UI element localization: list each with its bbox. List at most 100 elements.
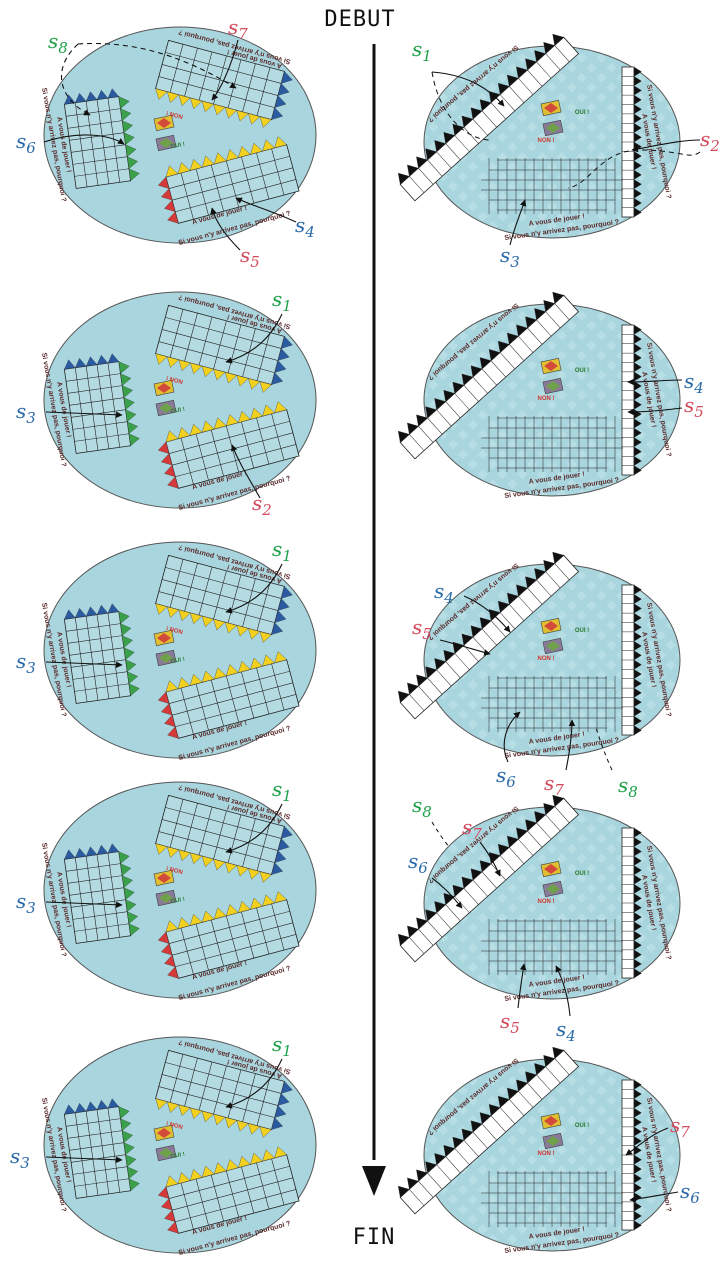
diagonal-strip-divider	[454, 135, 470, 152]
left4-label-s1: s1	[272, 777, 292, 805]
diagonal-strip-divider	[554, 45, 570, 62]
board-no: NON !	[166, 109, 184, 119]
bottom-grid-yellow-edge-tri	[213, 417, 227, 430]
diagonal-strip-black-edge-tri	[479, 617, 492, 630]
diagonal-strip-black-edge-tri	[525, 58, 537, 71]
right3-label-s7-sub: 7	[554, 781, 564, 799]
left-grid-green-edge-tri	[123, 132, 135, 145]
diagonal-strip	[398, 551, 579, 720]
left-grid-blue-edge-tri	[107, 603, 120, 614]
left-grid-hline	[71, 899, 126, 908]
diagonal-strip-divider	[418, 685, 434, 703]
left-grid-vline	[96, 364, 110, 449]
bottom-grid-hline	[168, 1165, 290, 1199]
board-no: NON !	[538, 396, 555, 402]
green-token-mark	[546, 123, 560, 133]
bottom-grid-red-edge-tri	[157, 176, 170, 189]
diagonal-strip-black-edge-tri	[543, 560, 555, 572]
left5-label-s3-sub: 3	[20, 1154, 30, 1172]
bottom-grid-red-edge-tri	[167, 211, 179, 224]
diagonal-strip-divider	[554, 806, 570, 823]
diagonal-strip-divider	[409, 1189, 425, 1206]
left2-label-s3: s3	[16, 399, 36, 427]
top-grid-yellow-edge-tri	[236, 375, 249, 387]
left-grid-blue-edge	[64, 353, 120, 370]
bottom-grid-yellow-edge-tri	[213, 1162, 227, 1175]
left-grid-vline	[85, 1111, 99, 1196]
top-grid	[155, 39, 293, 128]
diagonal-strip-black-edge-tri	[461, 115, 474, 128]
right4-label-s6-sub: 6	[418, 859, 428, 877]
bottom-grid-yellow-edge-tri	[226, 149, 239, 162]
left-grid-vline	[74, 857, 88, 942]
bottom-grid-yellow-edge-tri	[250, 142, 263, 155]
right4-label-s5: s5	[500, 1009, 520, 1037]
diagonal-strip-black-edge-tri	[479, 357, 492, 370]
bottom-grid-yellow-edge-tri	[201, 1165, 215, 1178]
vertical-strip-black-edge-tri	[633, 715, 642, 726]
bottom-grid-yellow-edge-tri	[226, 414, 239, 427]
left-board-1: Si vous n'y arrivez pas, pourquoi ?A vou…	[40, 26, 317, 247]
left-grid-green-edge-tri	[127, 156, 139, 170]
right-board-1: OUI !NON !A vous de jouer !Si vous n'y a…	[398, 33, 681, 242]
vertical-strip-black-edge-tri	[633, 160, 642, 171]
bottom-grid-yellow-edge-tri	[274, 1146, 287, 1159]
diagonal-strip-divider	[554, 1058, 570, 1075]
top-grid-yellow-edge-tri	[166, 1101, 180, 1113]
diagonal-strip-divider	[527, 327, 543, 345]
left-grid-blue-edge-tri	[85, 91, 98, 102]
diagonal-strip-divider	[427, 417, 443, 435]
vertical-strip-black-edge-tri	[633, 418, 642, 429]
answer-tokens	[153, 114, 177, 152]
left-grid-vline	[74, 617, 88, 702]
bottom-grid-red-edge-tri	[167, 476, 179, 489]
bottom-grid-hline	[168, 420, 290, 454]
top-grid-yellow-edge-tri	[166, 846, 180, 858]
diagonal-strip	[398, 1046, 579, 1215]
bottom-grid-yellow-edge-tri	[226, 664, 239, 677]
board-no: NON !	[166, 624, 184, 634]
diagonal-strip-black-edge-tri	[552, 794, 565, 807]
green-token-mark	[546, 884, 560, 894]
vertical-strip-black-edge-tri	[633, 678, 642, 689]
red-token-mark	[544, 621, 558, 631]
diagonal-strip-divider	[418, 167, 434, 185]
vertical-strip-black-edge-tri	[633, 113, 642, 124]
left-grid	[63, 1098, 140, 1199]
vertical-strip-black-edge-tri	[633, 371, 642, 382]
left1-label-s5-sub: 5	[250, 253, 260, 271]
left2-arrow-s2	[231, 444, 261, 499]
diagonal-strip-black-edge-tri	[543, 42, 555, 54]
left-grid-green-edge-tri	[118, 96, 130, 109]
answer-tokens	[153, 869, 177, 907]
diagonal-strip-divider	[518, 1090, 534, 1108]
top-grid-hline	[158, 76, 275, 108]
vertical-strip-black-edge-tri	[633, 968, 642, 979]
left4-label-s3: s3	[16, 889, 36, 917]
left-grid-vline	[107, 613, 121, 698]
bottom-grid-yellow-edge-tri	[274, 401, 287, 414]
diagonal-strip-black-edge-tri	[525, 316, 537, 329]
top-grid-yellow-edge-tri	[248, 113, 261, 125]
top-grid-yellow-edge-tri	[248, 378, 261, 390]
bottom-grid-red-edge-tri	[164, 954, 176, 967]
top-grid-yellow-edge-tri	[213, 858, 226, 871]
bottom-grid-hline	[175, 694, 297, 728]
bottom-grid-yellow-edge-tri	[262, 139, 275, 152]
left-grid-green-edge-tri	[120, 373, 132, 386]
board-yes: OUI !	[170, 1152, 185, 1160]
answer-tokens	[540, 617, 564, 655]
bottom-grid-hline	[172, 682, 293, 716]
right3-label-s4: s4	[434, 579, 454, 607]
left4-arrow-s1	[225, 803, 283, 854]
bottom-grid-red-edge-tri	[161, 943, 173, 956]
top-grid-yellow-edge-tri	[259, 871, 272, 883]
diagonal-strip-divider	[436, 151, 452, 169]
bottom-grid-hline	[168, 155, 290, 189]
vertical-strip-black-edge-tri	[633, 725, 642, 736]
left-grid-green-edge-tri	[127, 421, 139, 435]
diagonal-strip-black-edge-tri	[407, 164, 419, 177]
right1-arrow-s1	[431, 71, 505, 107]
vertical-strip-black-edge-tri	[633, 1089, 642, 1100]
diagonal-strip-divider	[409, 434, 425, 451]
